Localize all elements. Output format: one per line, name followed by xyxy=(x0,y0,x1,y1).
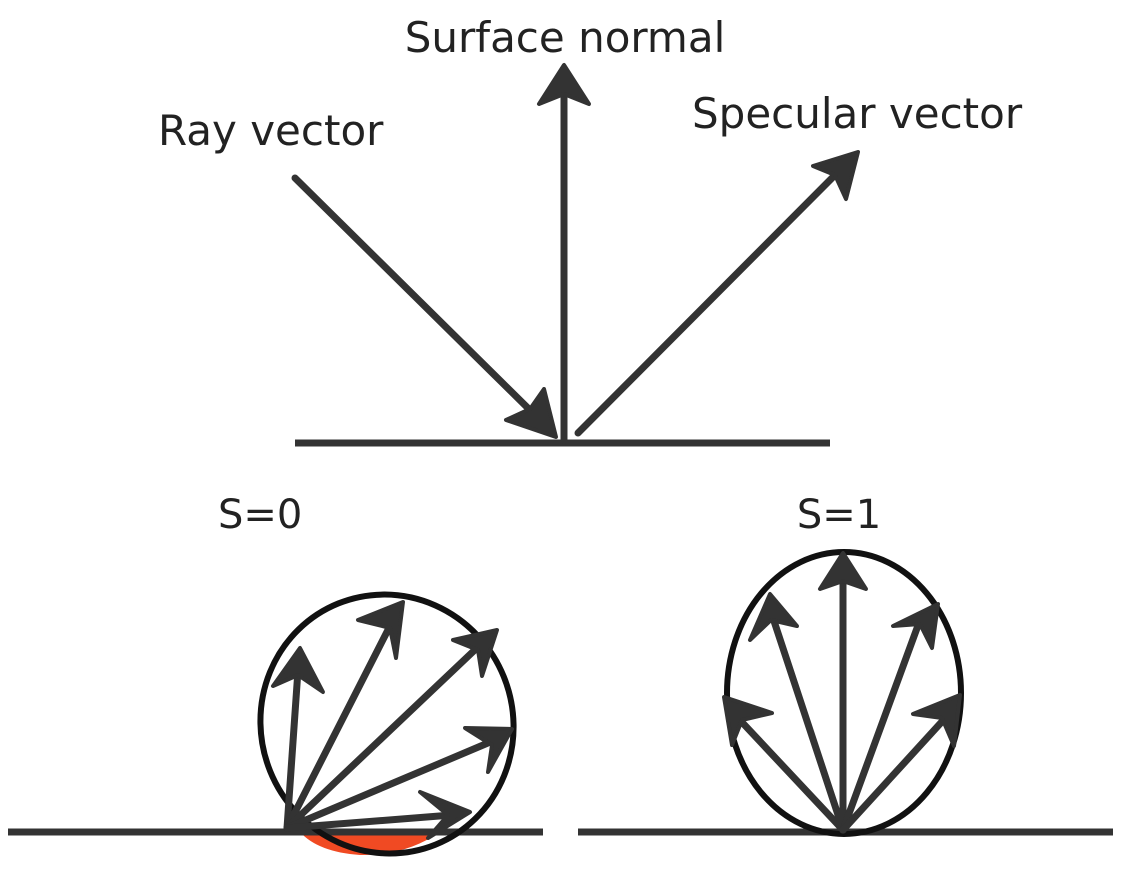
s1-arrowhead xyxy=(911,693,962,748)
s1-vectors xyxy=(734,574,952,834)
s0-vector xyxy=(283,736,499,832)
specular-vector-shaft xyxy=(574,168,842,437)
ray-vector-arrowhead xyxy=(504,387,558,439)
s0-arrowhead xyxy=(356,600,405,660)
s0-arrowhead xyxy=(451,628,499,678)
s0-arrowhead xyxy=(463,726,514,774)
s1-arrowhead xyxy=(748,592,799,642)
surface-normal-label: Surface normal xyxy=(405,13,726,62)
s0-arrowheads xyxy=(271,600,514,840)
s0-vector xyxy=(283,811,456,832)
s0-label: S=0 xyxy=(218,492,302,538)
reflection-top: Surface normal Ray vector Specular vecto… xyxy=(158,13,1023,447)
s1-arrowhead xyxy=(722,695,774,747)
s1-arrowhead xyxy=(891,602,940,650)
lobe-s1: S=1 xyxy=(578,492,1113,837)
s1-vector xyxy=(839,616,924,834)
s0-vector xyxy=(283,666,302,832)
surface-normal-arrowhead xyxy=(537,63,591,106)
s1-arrowheads xyxy=(722,551,962,748)
lobe-s0: S=0 xyxy=(8,492,543,857)
s0-vectors xyxy=(283,618,499,832)
s1-vector xyxy=(734,714,847,834)
s1-vector xyxy=(769,614,847,834)
specular-vector-label: Specular vector xyxy=(692,89,1023,138)
s0-lobe-outline xyxy=(257,591,517,857)
ray-vector-label: Ray vector xyxy=(158,106,384,155)
s0-arrowhead xyxy=(271,646,325,694)
s0-arrowhead xyxy=(418,790,472,840)
s1-arrowhead xyxy=(818,551,868,591)
s1-vector xyxy=(839,711,952,834)
s1-label: S=1 xyxy=(797,492,881,538)
s0-vector xyxy=(283,618,396,832)
s0-vector xyxy=(283,641,484,832)
ray-vector-shaft xyxy=(291,174,544,424)
specular-vector-arrowhead xyxy=(811,150,860,201)
